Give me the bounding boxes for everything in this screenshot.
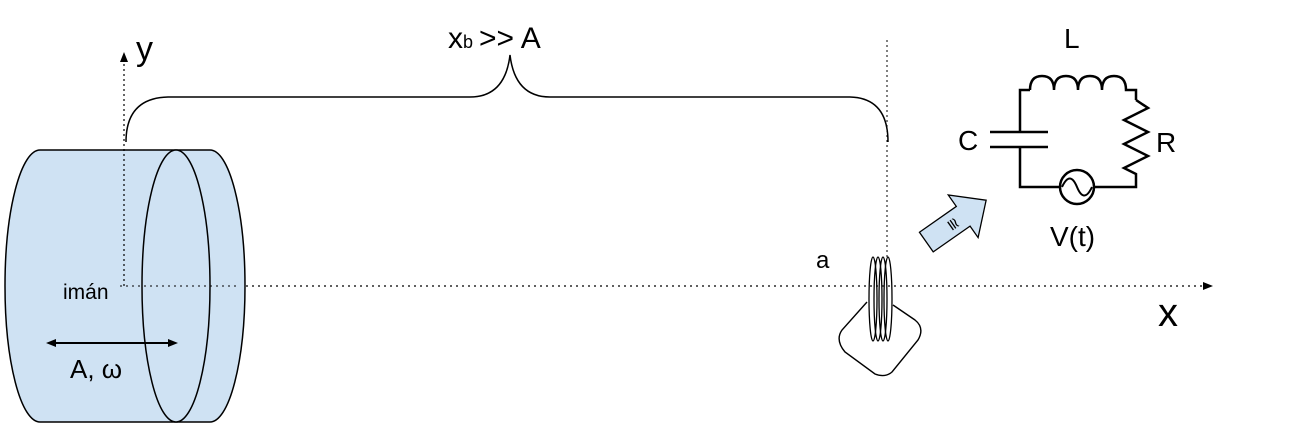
coil-wire-loop [838, 301, 922, 377]
capacitor-label: C [958, 125, 978, 156]
circuit-wire-left [1018, 88, 1030, 132]
resistor [1094, 98, 1151, 189]
circuit-wire-bottom [1018, 147, 1060, 189]
rlc-circuit [990, 74, 1151, 206]
amplitude-label: A, ω [70, 354, 122, 384]
magnet-cylinder [4, 149, 246, 423]
oscillation-arrowhead-left [46, 339, 56, 347]
y-axis-arrowhead [120, 52, 128, 62]
magnet-label: imán [63, 281, 109, 304]
y-axis-label: y [136, 30, 153, 68]
resistor-label: R [1156, 127, 1176, 158]
distance-label: xb>> A [448, 22, 541, 55]
equivalence-arrow: ≅ [918, 194, 987, 253]
oscillation-arrowhead-right [168, 339, 178, 347]
x-axis-arrowhead [1203, 282, 1213, 290]
inductor-label: L [1064, 23, 1080, 54]
coil-radius-label: a [816, 247, 830, 274]
ac-source [1058, 168, 1096, 206]
inductor [1028, 74, 1138, 100]
source-label: V(t) [1050, 221, 1095, 252]
coil [868, 256, 893, 342]
distance-brace [125, 54, 889, 143]
x-axis-label: x [1158, 291, 1178, 335]
ac-source-wave-icon [1061, 177, 1093, 197]
